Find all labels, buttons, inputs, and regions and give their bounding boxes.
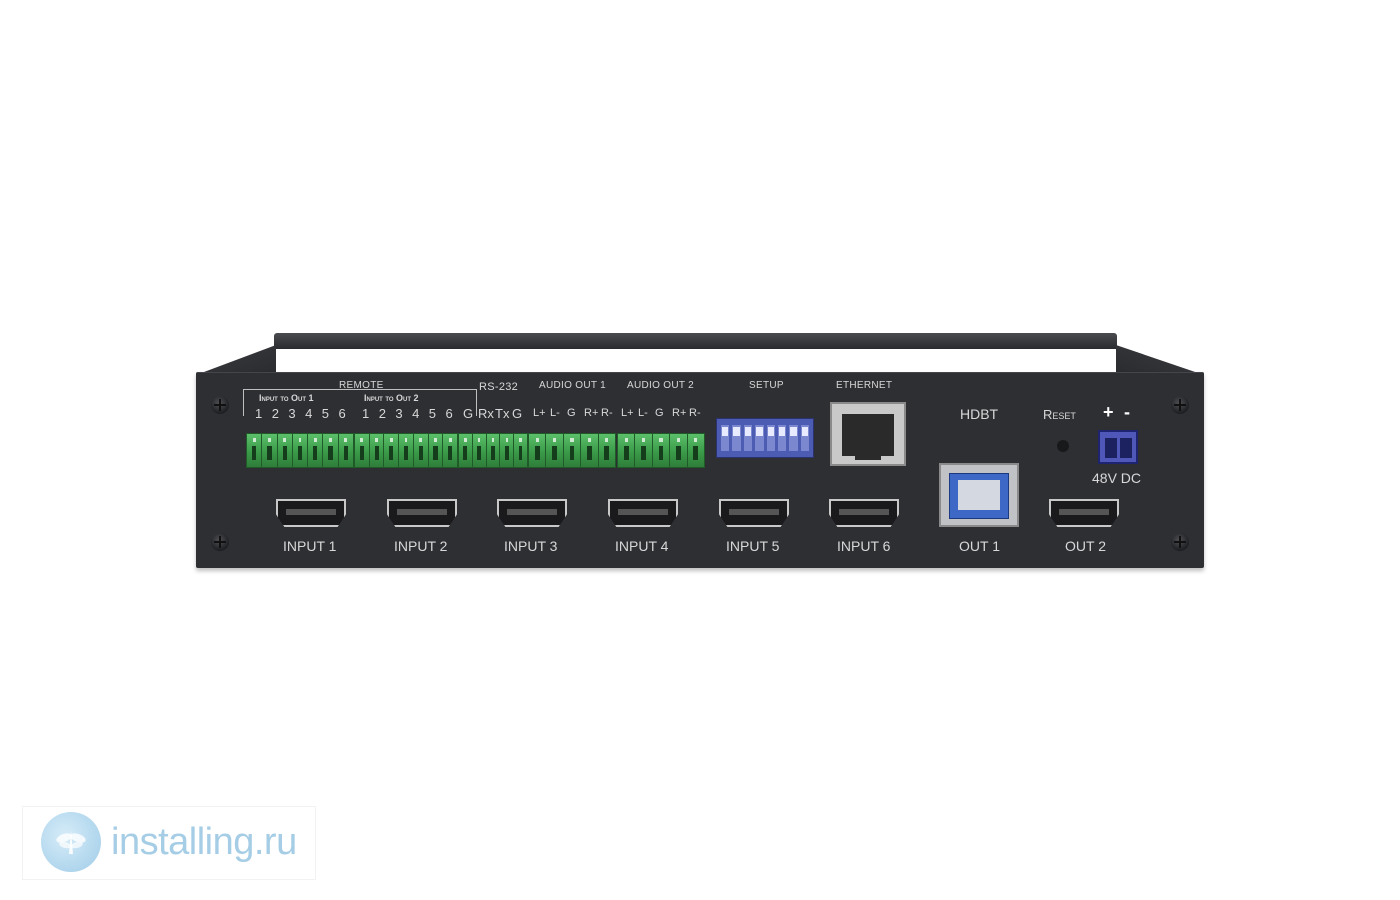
remote2-terminal-block[interactable] <box>354 433 458 468</box>
remote1-number-0: 1 <box>255 406 263 421</box>
hdmi-input-6-port[interactable] <box>829 499 899 527</box>
dragonfly-logo-icon <box>41 812 101 872</box>
port-label-out-1: OUT 1 <box>959 538 1000 554</box>
hdmi-input-1-port[interactable] <box>276 499 346 527</box>
screw-icon <box>1171 533 1189 551</box>
remote1-number-2: 3 <box>288 406 296 421</box>
audio1-pin-label-1: L- <box>550 407 560 419</box>
screw-icon <box>211 533 229 551</box>
remote2-number-1: 2 <box>378 406 386 421</box>
port-label-input-4: INPUT 4 <box>615 538 669 554</box>
power-label: 48V DC <box>1092 470 1142 486</box>
remote1-number-5: 6 <box>338 406 346 421</box>
hdmi-out-2-port[interactable] <box>1049 499 1119 527</box>
rs232-pin-label-1: Tx <box>495 406 510 421</box>
port-label-input-3: INPUT 3 <box>504 538 558 554</box>
audio1-pin-label-4: R- <box>601 407 613 419</box>
reset-button[interactable] <box>1057 440 1069 452</box>
audio1-pin-label-2: G <box>567 407 576 419</box>
hdmi-input-3-port[interactable] <box>497 499 567 527</box>
power-connector[interactable] <box>1098 430 1138 464</box>
device-top-panel <box>274 333 1117 349</box>
audio-out-1-label: AUDIO OUT 1 <box>539 380 607 391</box>
screw-icon <box>1171 396 1189 414</box>
rs232-pin-label-0: Rx <box>478 406 494 421</box>
remote2-number-3: 4 <box>412 406 420 421</box>
hdmi-input-4-port[interactable] <box>608 499 678 527</box>
audio2-pin-label-4: R- <box>689 407 701 419</box>
device-rear-panel <box>196 372 1204 568</box>
ethernet-port[interactable] <box>830 402 906 466</box>
port-label-input-2: INPUT 2 <box>394 538 448 554</box>
device-left-edge <box>196 345 276 375</box>
remote-bracket <box>243 389 477 416</box>
port-label-input-6: INPUT 6 <box>837 538 891 554</box>
audio2-pin-label-2: G <box>655 407 664 419</box>
plus-label: + <box>1103 402 1114 422</box>
remote1-number-1: 2 <box>271 406 279 421</box>
ethernet-label: ETHERNET <box>836 380 893 391</box>
input-to-out-2-label: Input to Out 2 <box>364 393 419 403</box>
device-right-edge <box>1116 345 1204 375</box>
hdbt-label: HDBT <box>960 406 999 422</box>
minus-label: - <box>1124 402 1130 422</box>
audio-out-1-terminal-block[interactable] <box>528 433 616 468</box>
ground-label: G <box>463 406 474 421</box>
remote2-number-4: 5 <box>428 406 437 421</box>
setup-dip-switch[interactable] <box>716 418 814 458</box>
screw-icon <box>211 396 229 414</box>
remote1-terminal-block[interactable] <box>246 433 354 468</box>
setup-label: SETUP <box>749 380 784 391</box>
remote1-number-3: 4 <box>305 406 313 421</box>
audio1-pin-label-0: L+ <box>533 407 546 419</box>
reset-label: Reset <box>1043 407 1076 422</box>
port-label-out-2: OUT 2 <box>1065 538 1106 554</box>
rs232-pin-label-2: G <box>512 406 523 421</box>
port-label-input-5: INPUT 5 <box>726 538 780 554</box>
rs232-terminal-block[interactable] <box>458 433 528 468</box>
remote-label: REMOTE <box>339 380 384 391</box>
audio2-pin-label-0: L+ <box>621 407 634 419</box>
port-label-input-1: INPUT 1 <box>283 538 337 554</box>
audio-out-2-terminal-block[interactable] <box>617 433 705 468</box>
input-to-out-1-label: Input to Out 1 <box>259 393 314 403</box>
hdbt-out-1-port[interactable] <box>939 463 1019 527</box>
rs232-label: RS-232 <box>479 381 519 393</box>
remote1-number-4: 5 <box>321 406 330 421</box>
audio2-pin-label-1: L- <box>638 407 648 419</box>
watermark-text: installing.ru <box>111 821 297 863</box>
remote2-number-2: 3 <box>395 406 403 421</box>
audio1-pin-label-3: R+ <box>584 407 599 419</box>
hdmi-input-5-port[interactable] <box>719 499 789 527</box>
audio-out-2-label: AUDIO OUT 2 <box>627 380 695 391</box>
remote2-number-5: 6 <box>445 406 453 421</box>
hdmi-input-2-port[interactable] <box>387 499 457 527</box>
watermark: installing.ru <box>22 806 316 880</box>
remote2-number-0: 1 <box>362 406 370 421</box>
audio2-pin-label-3: R+ <box>672 407 687 419</box>
